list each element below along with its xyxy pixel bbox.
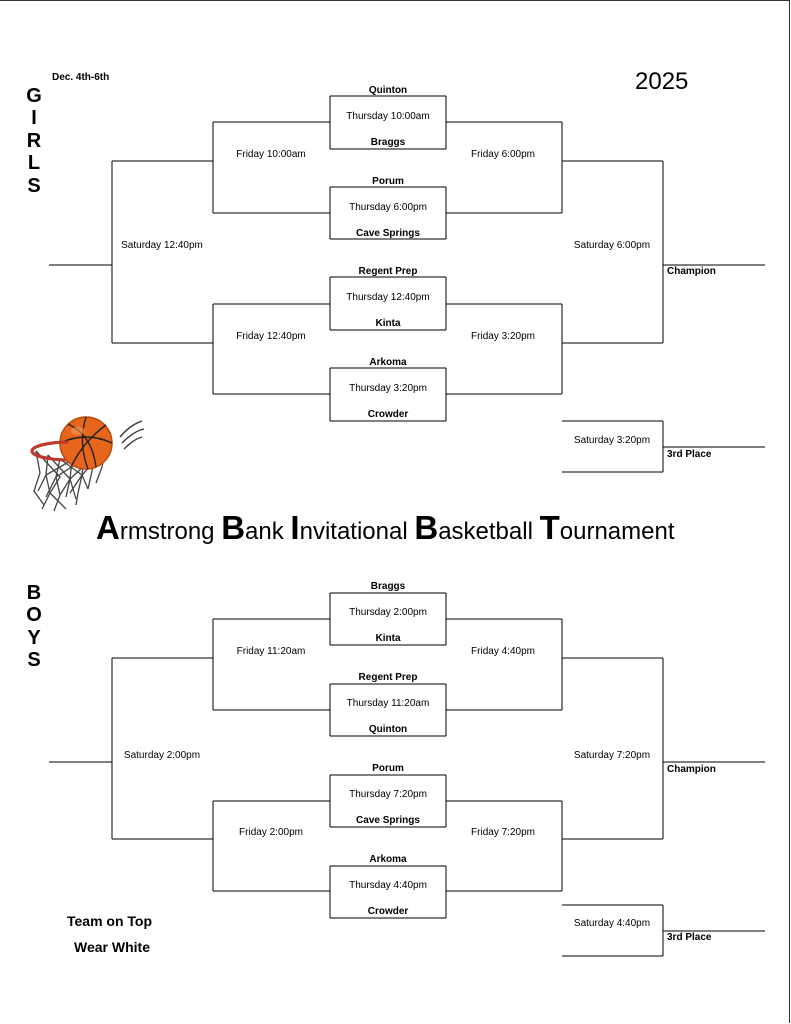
rim-front-icon xyxy=(30,440,110,462)
girls-letter: R xyxy=(26,129,42,152)
title-word: ank xyxy=(245,518,291,545)
game-time: Saturday 2:00pm xyxy=(123,750,201,761)
game-time: Saturday 4:40pm xyxy=(573,918,651,929)
champion-label: Champion xyxy=(667,764,716,775)
title-word: ournament xyxy=(559,518,675,545)
title-initial: A xyxy=(96,509,120,546)
game-time: Thursday 6:00pm xyxy=(349,202,427,213)
game-time: Thursday 10:00am xyxy=(346,111,430,122)
game-time: Thursday 11:20am xyxy=(346,698,430,709)
game-time: Thursday 7:20pm xyxy=(349,789,427,800)
tournament-year: 2025 xyxy=(635,68,689,95)
team-label: Kinta xyxy=(375,318,401,329)
game-time: Friday 4:40pm xyxy=(471,646,535,657)
third-place-label: 3rd Place xyxy=(667,449,712,460)
team-label: Cave Springs xyxy=(356,228,420,239)
team-label: Regent Prep xyxy=(358,266,418,277)
boys-label: B O Y S xyxy=(24,582,44,672)
team-label: Quinton xyxy=(368,724,408,735)
title-initial: I xyxy=(290,509,300,546)
boys-letter: S xyxy=(27,649,41,672)
game-time: Friday 2:00pm xyxy=(239,827,303,838)
title-initial: B xyxy=(221,509,246,546)
game-time: Thursday 12:40pm xyxy=(346,292,430,303)
team-label: Arkoma xyxy=(369,357,407,368)
game-time: Friday 7:20pm xyxy=(471,827,535,838)
girls-letter: G xyxy=(26,85,42,107)
boys-letter: B xyxy=(26,582,42,604)
team-label: Quinton xyxy=(368,85,408,96)
team-label: Braggs xyxy=(370,581,406,592)
boys-letter: Y xyxy=(27,626,41,649)
game-time: Friday 11:20am xyxy=(236,646,306,657)
game-time: Friday 3:20pm xyxy=(471,331,535,342)
title-word: nvitational xyxy=(299,518,415,545)
team-label: Crowder xyxy=(367,409,409,420)
game-time: Friday 12:40pm xyxy=(236,331,306,342)
team-label: Braggs xyxy=(370,137,406,148)
team-label: Porum xyxy=(372,176,404,187)
game-time: Saturday 6:00pm xyxy=(573,240,651,251)
team-label: Kinta xyxy=(375,633,401,644)
girls-letter: L xyxy=(27,152,41,175)
note-line-1: Team on Top xyxy=(67,913,153,929)
game-time: Friday 10:00am xyxy=(236,149,306,160)
game-time: Saturday 7:20pm xyxy=(573,750,651,761)
game-time: Saturday 3:20pm xyxy=(573,435,651,446)
tournament-dates: Dec. 4th-6th xyxy=(52,72,110,83)
title-initial: T xyxy=(539,509,560,546)
boys-bracket-lines xyxy=(49,592,765,957)
game-time: Thursday 2:00pm xyxy=(349,607,427,618)
game-time: Friday 6:00pm xyxy=(471,149,535,160)
champion-label: Champion xyxy=(667,266,716,277)
motion-lines-icon xyxy=(119,420,145,450)
girls-letter: S xyxy=(27,174,41,197)
tournament-title: Armstrong Bank Invitational Basketball T… xyxy=(96,509,675,547)
team-label: Cave Springs xyxy=(356,815,420,826)
girls-bracket-lines xyxy=(49,95,765,473)
team-label: Arkoma xyxy=(369,854,407,865)
game-time: Saturday 12:40pm xyxy=(121,240,203,251)
note-line-2: Wear White xyxy=(74,939,150,955)
basketball-hoop-icon xyxy=(30,416,145,512)
game-time: Thursday 4:40pm xyxy=(349,880,427,891)
title-word: rmstrong xyxy=(119,518,222,545)
third-place-label: 3rd Place xyxy=(667,932,712,943)
team-label: Crowder xyxy=(367,906,409,917)
team-label: Regent Prep xyxy=(358,672,418,683)
title-word: asketball xyxy=(438,518,540,545)
game-time: Thursday 3:20pm xyxy=(349,383,427,394)
title-initial: B xyxy=(414,509,439,546)
girls-letter: I xyxy=(31,107,37,130)
boys-letter: O xyxy=(26,604,42,627)
girls-label: G I R L S xyxy=(24,85,44,197)
basketball-icon xyxy=(59,416,113,470)
team-label: Porum xyxy=(372,763,404,774)
